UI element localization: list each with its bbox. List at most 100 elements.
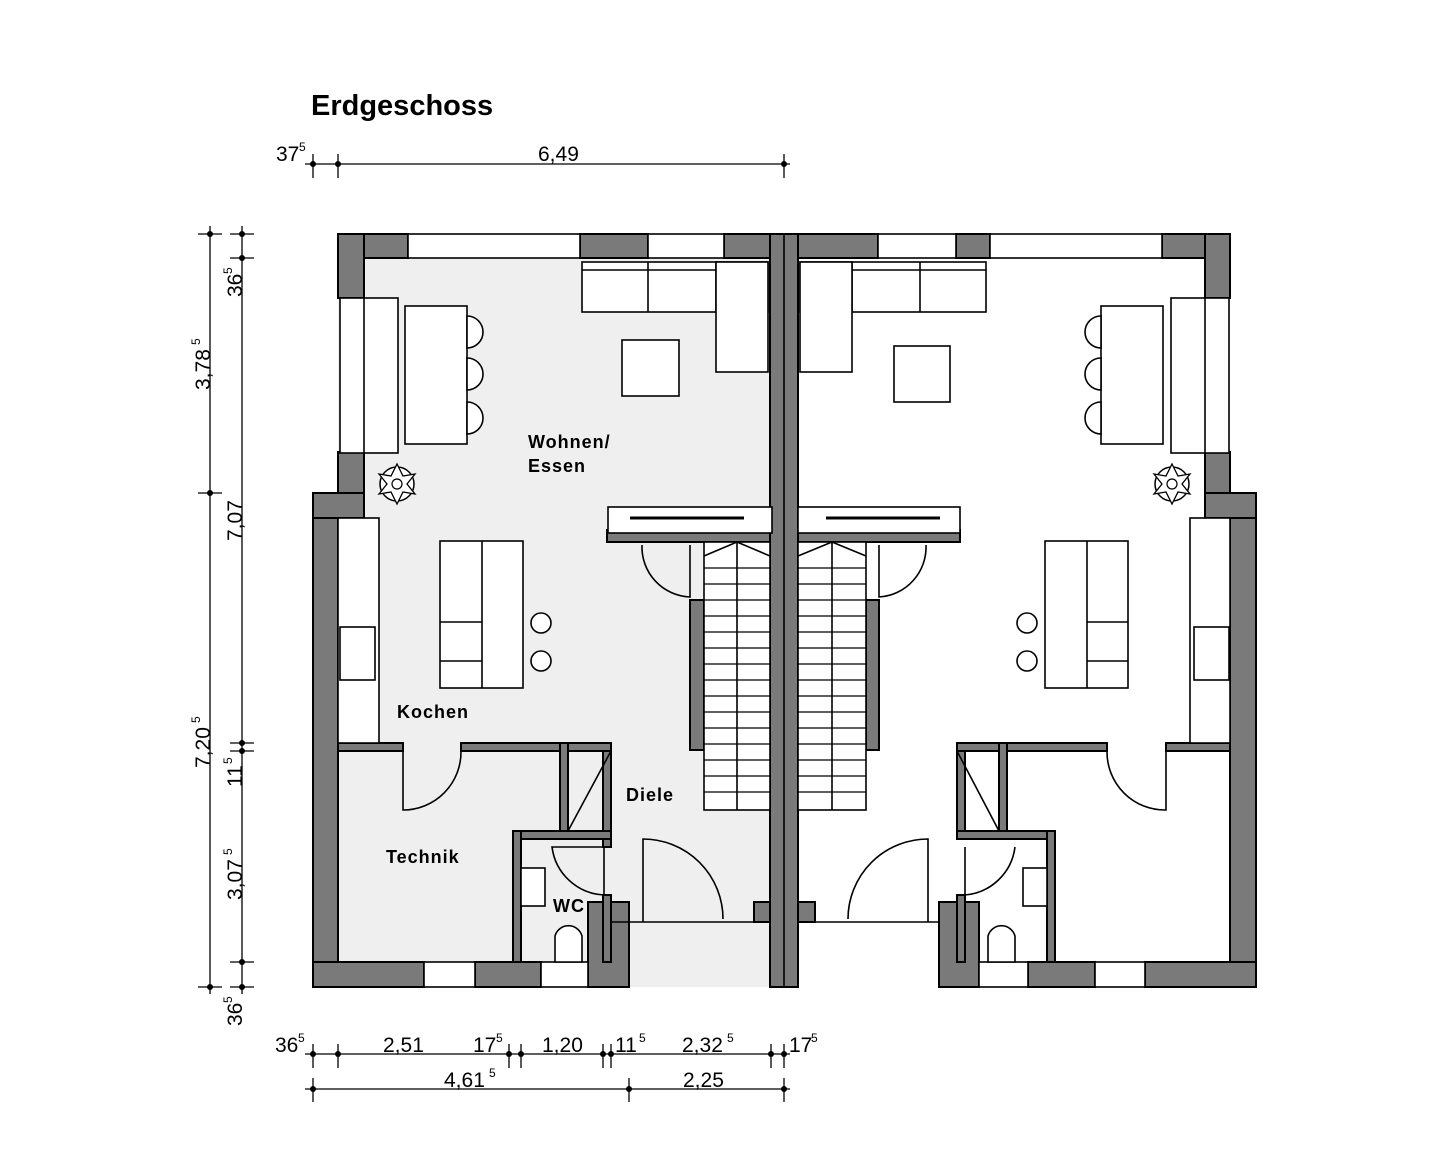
- window: [989, 233, 1163, 259]
- toilet-icon: [554, 924, 583, 963]
- dim-sup: 5: [811, 1031, 818, 1045]
- wall-segment: [955, 233, 991, 259]
- window: [1094, 961, 1146, 988]
- door-technik[interactable]: [402, 750, 462, 811]
- toilet-icon: [987, 924, 1016, 963]
- door-wc[interactable]: [551, 846, 605, 896]
- wall-segment: [312, 492, 365, 519]
- wall-segment: [460, 742, 612, 752]
- dimension-bottom-2: 4,61 5 2,25: [305, 1066, 790, 1102]
- dimension-left-outer: 3,78 5 7,20 5: [189, 226, 222, 994]
- dining-table: [1100, 305, 1164, 445]
- stool-icon: [466, 357, 484, 391]
- room-label-wohnen: Wohnen/: [528, 432, 611, 452]
- dining-table: [404, 305, 468, 445]
- door-wc[interactable]: [964, 846, 1016, 896]
- wall-segment: [602, 838, 612, 848]
- wall-segment: [956, 742, 1108, 752]
- room-label-technik: Technik: [386, 847, 460, 867]
- sideboard: [339, 297, 399, 454]
- sink: [339, 626, 376, 681]
- room-label-kochen: Kochen: [397, 702, 469, 722]
- wall-segment: [312, 961, 425, 988]
- window: [407, 233, 581, 259]
- wall-segment: [956, 750, 966, 832]
- wall-segment: [1027, 961, 1096, 988]
- door-stair[interactable]: [878, 544, 927, 598]
- sink: [1193, 626, 1230, 681]
- plant-icon: [377, 462, 417, 506]
- door-utility[interactable]: [1106, 750, 1167, 811]
- dim-label: 36: [224, 274, 247, 297]
- dim-sup: 5: [221, 996, 235, 1003]
- door-stair[interactable]: [641, 544, 691, 598]
- wall-segment: [1165, 742, 1231, 752]
- wall-segment: [559, 742, 569, 832]
- sofa-chaise: [799, 261, 853, 373]
- dimension-left-inner: 36 5 7,07 11 5 3,07 5 36 5: [221, 226, 254, 1026]
- dimension-bottom-1: 36 5 2,51 17 5 1,20 11 5 2,32 5 17 5: [275, 1031, 818, 1068]
- dim-label: 7,07: [224, 500, 247, 541]
- dim-label: 11: [615, 1034, 637, 1057]
- closet-diagonal: [956, 750, 1000, 832]
- dim-sup: 5: [299, 140, 306, 154]
- wall-segment: [1046, 830, 1056, 963]
- wall-segment: [579, 233, 649, 259]
- front-door[interactable]: [847, 838, 929, 922]
- dim-label: 36: [224, 1003, 247, 1026]
- dim-sup: 5: [489, 1066, 496, 1080]
- right-unit: [797, 233, 1257, 988]
- dim-sup: 5: [639, 1031, 646, 1045]
- wall-segment: [1144, 961, 1257, 988]
- wall-segment: [998, 742, 1008, 832]
- room-label-diele: Diele: [626, 785, 674, 805]
- wall-segment: [312, 492, 339, 988]
- wall-segment: [1204, 492, 1257, 519]
- wall-segment: [602, 894, 612, 963]
- wall-segment: [512, 830, 612, 840]
- dim-label: 37: [276, 143, 299, 166]
- staircase: [703, 541, 771, 811]
- closet-diagonal: [567, 750, 612, 832]
- wall-segment: [797, 233, 879, 259]
- dim-sup: 5: [221, 848, 235, 855]
- wall-segment: [474, 961, 542, 988]
- plant-icon: [1152, 462, 1192, 506]
- stool-icon: [1016, 650, 1038, 672]
- stool-icon: [1084, 315, 1102, 349]
- window: [540, 961, 589, 988]
- wall-segment: [797, 901, 816, 923]
- stool-icon: [1016, 612, 1038, 634]
- coffee-table: [893, 345, 951, 403]
- dim-sup: 5: [298, 1031, 305, 1045]
- stool-icon: [466, 401, 484, 435]
- wall-segment: [602, 750, 612, 832]
- coffee-table: [621, 339, 680, 397]
- stool-icon: [530, 612, 552, 634]
- wall-segment: [956, 830, 1056, 840]
- dim-label: 17: [789, 1034, 812, 1057]
- wall-segment: [337, 233, 365, 299]
- dim-label: 4,61: [444, 1069, 485, 1092]
- dim-label: 6,49: [538, 143, 579, 166]
- dim-label: 2,25: [683, 1069, 724, 1092]
- dimension-top: 37 5 6,49: [276, 140, 790, 178]
- dim-sup: 5: [189, 716, 203, 723]
- dim-label: 17: [473, 1034, 496, 1057]
- wall-segment: [337, 742, 404, 752]
- wall-segment: [865, 599, 880, 751]
- stool-icon: [1084, 357, 1102, 391]
- dim-sup: 5: [221, 267, 235, 274]
- plan-title: Erdgeschoss: [311, 90, 493, 122]
- window: [978, 961, 1029, 988]
- room-label-essen: Essen: [528, 456, 586, 476]
- wall-segment: [1229, 492, 1257, 988]
- wall-segment: [512, 830, 522, 963]
- wall-segment: [689, 599, 705, 751]
- front-door[interactable]: [642, 838, 724, 922]
- dim-label: 2,51: [383, 1034, 424, 1057]
- dim-sup: 5: [189, 338, 203, 345]
- dim-label: 3,78: [192, 349, 215, 390]
- dim-label: 11: [224, 765, 247, 787]
